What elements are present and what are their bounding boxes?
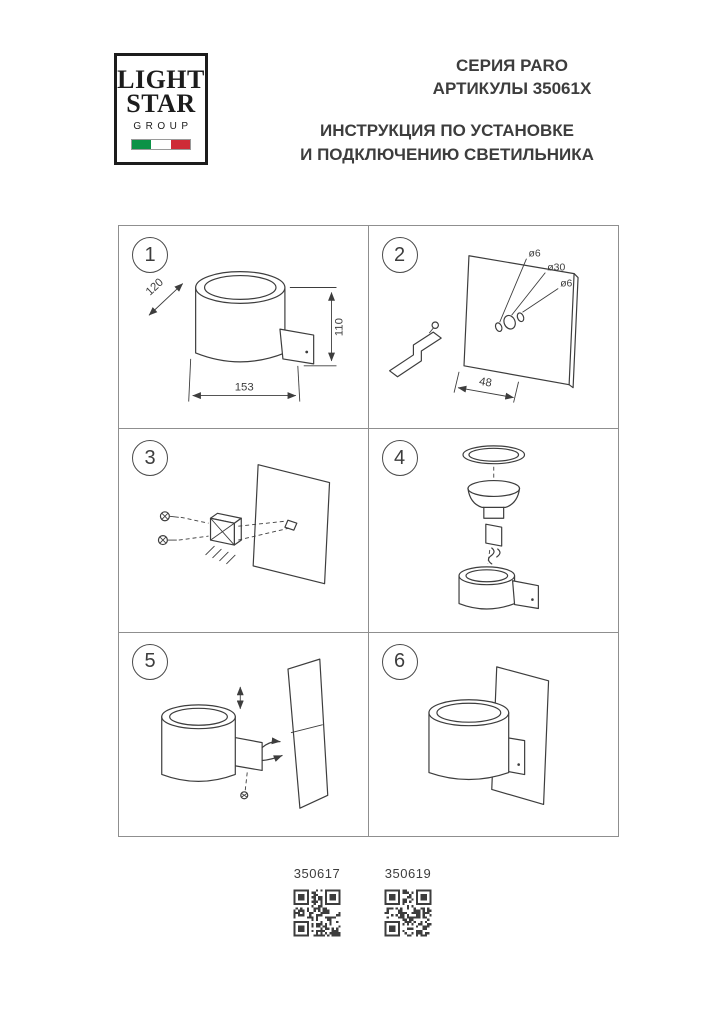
- step-4-number: 4: [393, 446, 406, 469]
- step-2-number: 2: [393, 243, 406, 266]
- logo-word-light: LIGHT: [117, 65, 205, 95]
- step-cell-5: 5: [119, 632, 369, 836]
- step-4-number-badge: 4: [381, 440, 418, 477]
- lightstar-logo: LIGHT STAR GROUP: [114, 53, 208, 165]
- step-6-drawing: [427, 665, 549, 805]
- step-2-number-badge: 2: [381, 237, 418, 273]
- step-6-number: 6: [393, 650, 406, 673]
- step-cell-4: 4: [368, 429, 618, 633]
- product-350617: 350617: [282, 866, 352, 944]
- logo-word-star: STAR: [126, 89, 196, 118]
- step-cell-6: 6: [369, 633, 619, 836]
- steps-grid: 1 120 110 153 2: [118, 225, 619, 837]
- step-cell-1: 1 120 110 153: [119, 226, 369, 430]
- step-5-number: 5: [144, 650, 156, 673]
- hole-left-label: ø6: [528, 249, 540, 260]
- product-code-left: 350617: [293, 866, 341, 881]
- dim-height-label: 110: [333, 318, 345, 336]
- dim-spacing-label: 48: [478, 376, 493, 390]
- dim-width-label: 153: [235, 382, 254, 394]
- document-title: ИНСТРУКЦИЯ ПО УСТАНОВКЕ И ПОДКЛЮЧЕНИЮ СВ…: [247, 119, 647, 167]
- series-block: СЕРИЯ PARO АРТИКУЛЫ 35061X: [312, 54, 712, 101]
- flag-white-segment: [151, 139, 171, 149]
- qr-code-left: [291, 887, 343, 939]
- italian-flag-icon: [131, 138, 191, 150]
- dim-depth-label: 120: [144, 276, 166, 298]
- hole-right-label: ø6: [560, 279, 572, 290]
- step-5-drawing: [161, 658, 329, 809]
- flag-green-segment: [132, 139, 152, 149]
- hole-center-label: ø30: [547, 263, 565, 274]
- logo-word-group: GROUP: [133, 120, 193, 132]
- title-line-1: ИНСТРУКЦИЯ ПО УСТАНОВКЕ: [319, 121, 575, 140]
- step-1-drawing: 120 110 153: [144, 271, 345, 402]
- step-2-drawing: ø6 ø30 ø6 48: [388, 249, 579, 403]
- step-5-number-badge: 5: [132, 643, 168, 680]
- step-6-number-badge: 6: [381, 643, 418, 680]
- product-350619: 350619: [373, 866, 443, 944]
- step-4-drawing: [457, 445, 539, 610]
- title-line-2: И ПОДКЛЮЧЕНИЮ СВЕТИЛЬНИКА: [300, 145, 594, 165]
- articles-title: АРТИКУЛЫ 35061X: [432, 79, 592, 99]
- step-cell-3: 3: [119, 429, 369, 633]
- qr-code-right: [382, 887, 434, 939]
- series-title: СЕРИЯ PARO: [456, 56, 568, 75]
- step-3-number-badge: 3: [132, 440, 168, 477]
- flag-red-segment: [170, 139, 190, 149]
- step-cell-2: 2 ø6 ø30 ø6 48: [368, 226, 618, 430]
- step-3-number: 3: [144, 446, 156, 469]
- step-1-number-badge: 1: [132, 237, 168, 273]
- product-code-right: 350619: [384, 866, 432, 881]
- step-3-drawing: [157, 464, 331, 585]
- step-1-number: 1: [144, 243, 156, 266]
